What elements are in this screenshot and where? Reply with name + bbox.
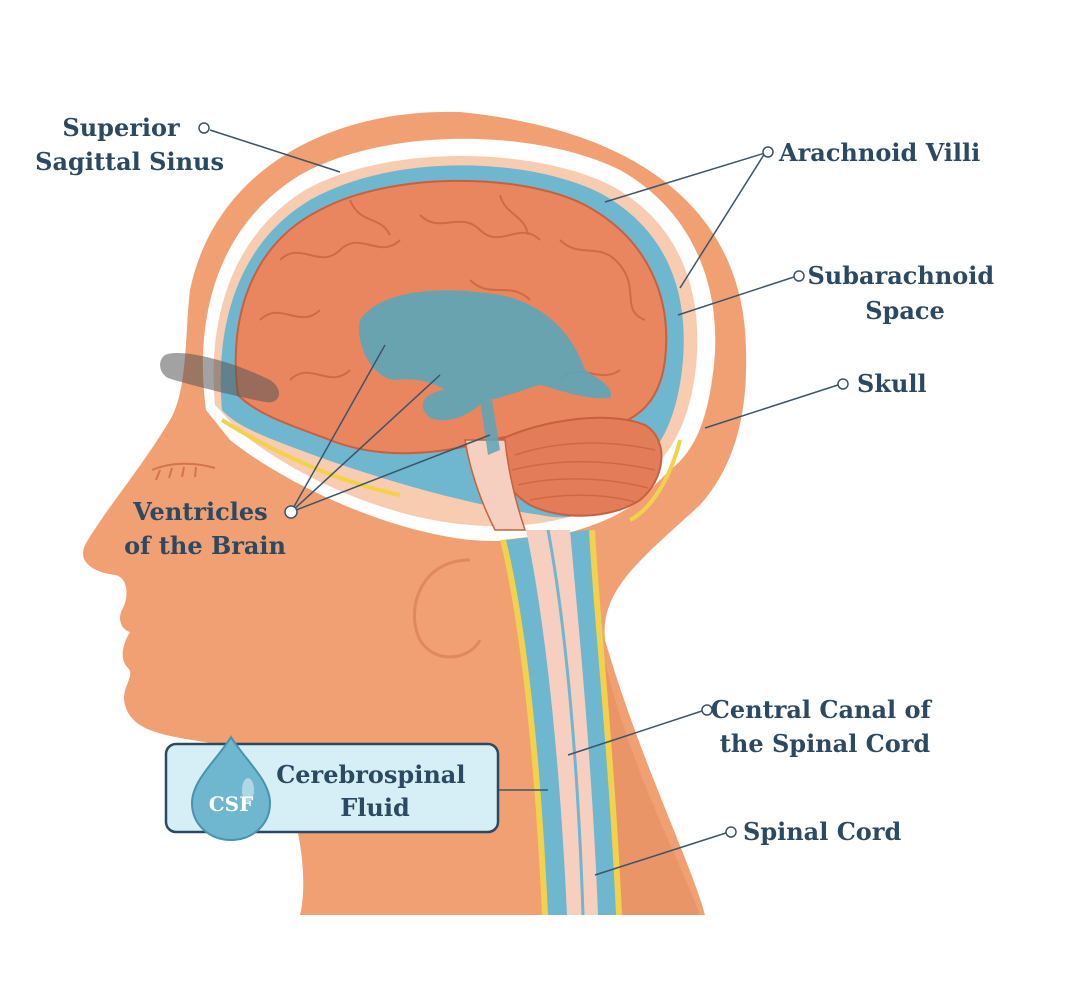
label-central-canal-line2: the Spinal Cord [720,729,931,758]
leader-spinal-cord [594,831,730,876]
dot-ventricles [284,505,298,519]
leader-ventricles-3 [290,434,491,513]
ventricles [359,290,611,421]
brain-gyri [259,194,646,381]
leader-ventricles-1 [290,344,386,513]
ear [412,558,482,659]
label-subarachnoid-space-line1: Subarachnoid [807,261,994,290]
label-subarachnoid-space-line2: Space [865,296,945,325]
leader-lines [209,129,842,876]
label-spinal-cord: Spinal Cord [743,817,901,846]
dot-spinal-cord [725,826,737,838]
leader-ventricles-2 [290,374,441,513]
leader-arachnoid-villi-1 [604,152,766,203]
leader-skull [704,383,842,429]
fourth-ventricle [480,400,500,455]
csf-legend-box: CSF Cerebrospinal Fluid [164,735,500,842]
label-superior-sagittal-sinus-line1: Superior [62,113,180,142]
label-central-canal: Central Canal of the Spinal Cord [711,695,939,758]
label-ventricles: Ventricles of the Brain [124,497,286,560]
dot-subarachnoid-space [793,270,805,282]
csf-drop-highlight [242,778,254,802]
leader-central-canal [567,709,706,756]
dot-skull [837,378,849,390]
leader-arachnoid-villi-2 [679,152,766,289]
dura-line [220,418,682,522]
csf-legend-title: Cerebrospinal Fluid [276,760,474,822]
label-skull: Skull [857,369,927,398]
csf-drop-icon [190,735,272,842]
csf-legend-title-line1: Cerebrospinal [276,760,465,789]
dot-superior-sagittal-sinus [198,122,210,134]
cerebellum-folia [511,442,656,503]
label-superior-sagittal-sinus-line2: Sagittal Sinus [35,147,224,176]
cerebellum [497,416,663,517]
csf-legend-title-line2: Fluid [340,793,410,822]
dot-central-canal [701,704,713,716]
csf-drop-label: CSF [209,792,254,816]
label-ventricles-line2: of the Brain [124,531,286,560]
brain-stem [464,439,527,531]
dot-arachnoid-villi [762,146,774,158]
label-superior-sagittal-sinus: Superior Sagittal Sinus [35,113,224,176]
leader-superior-sagittal-sinus [209,129,341,173]
label-central-canal-line1: Central Canal of [711,695,933,724]
leader-subarachnoid-space [677,275,798,316]
label-arachnoid-villi: Arachnoid Villi [778,138,980,167]
label-subarachnoid-space: Subarachnoid Space [807,261,1002,325]
central-canal [546,529,585,916]
leader-dots [198,122,849,838]
eyelashes [151,462,216,481]
frontal-sinus [160,352,280,403]
label-ventricles-line1: Ventricles [132,497,268,526]
